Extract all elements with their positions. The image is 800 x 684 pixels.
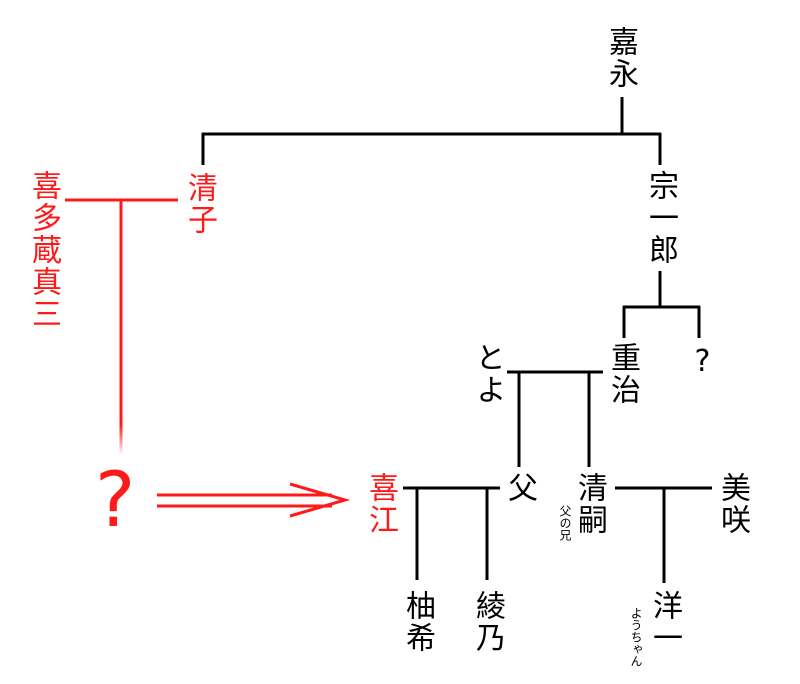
double-arrow-icon <box>157 482 351 518</box>
person-soichiro: 宗一郎 <box>643 170 678 266</box>
person-kitakura-shinzo: 喜多蔵真三 <box>26 170 61 330</box>
person-shigeharu: 重治 <box>605 342 640 406</box>
person-kiyoko: 清子 <box>182 172 217 236</box>
person-toyo: とよ <box>470 342 505 406</box>
person-kie: 喜江 <box>363 472 398 536</box>
person-yoichi-note: ようちゃん <box>629 607 643 667</box>
person-kaei: 嘉永 <box>603 26 638 90</box>
person-yuki: 柚希 <box>400 590 435 654</box>
person-seiji-note: 父の兄 <box>558 505 572 541</box>
person-yoichi: 洋一 <box>647 590 682 654</box>
person-father: 父 <box>502 472 537 504</box>
line-fade-segment <box>119 425 123 455</box>
person-misaki: 美咲 <box>715 472 750 536</box>
person-unknown-child: ? <box>95 455 136 544</box>
person-seiji: 清嗣 <box>572 472 607 536</box>
person-unknown-sibling: ? <box>685 344 720 381</box>
person-ayano: 綾乃 <box>470 590 505 654</box>
